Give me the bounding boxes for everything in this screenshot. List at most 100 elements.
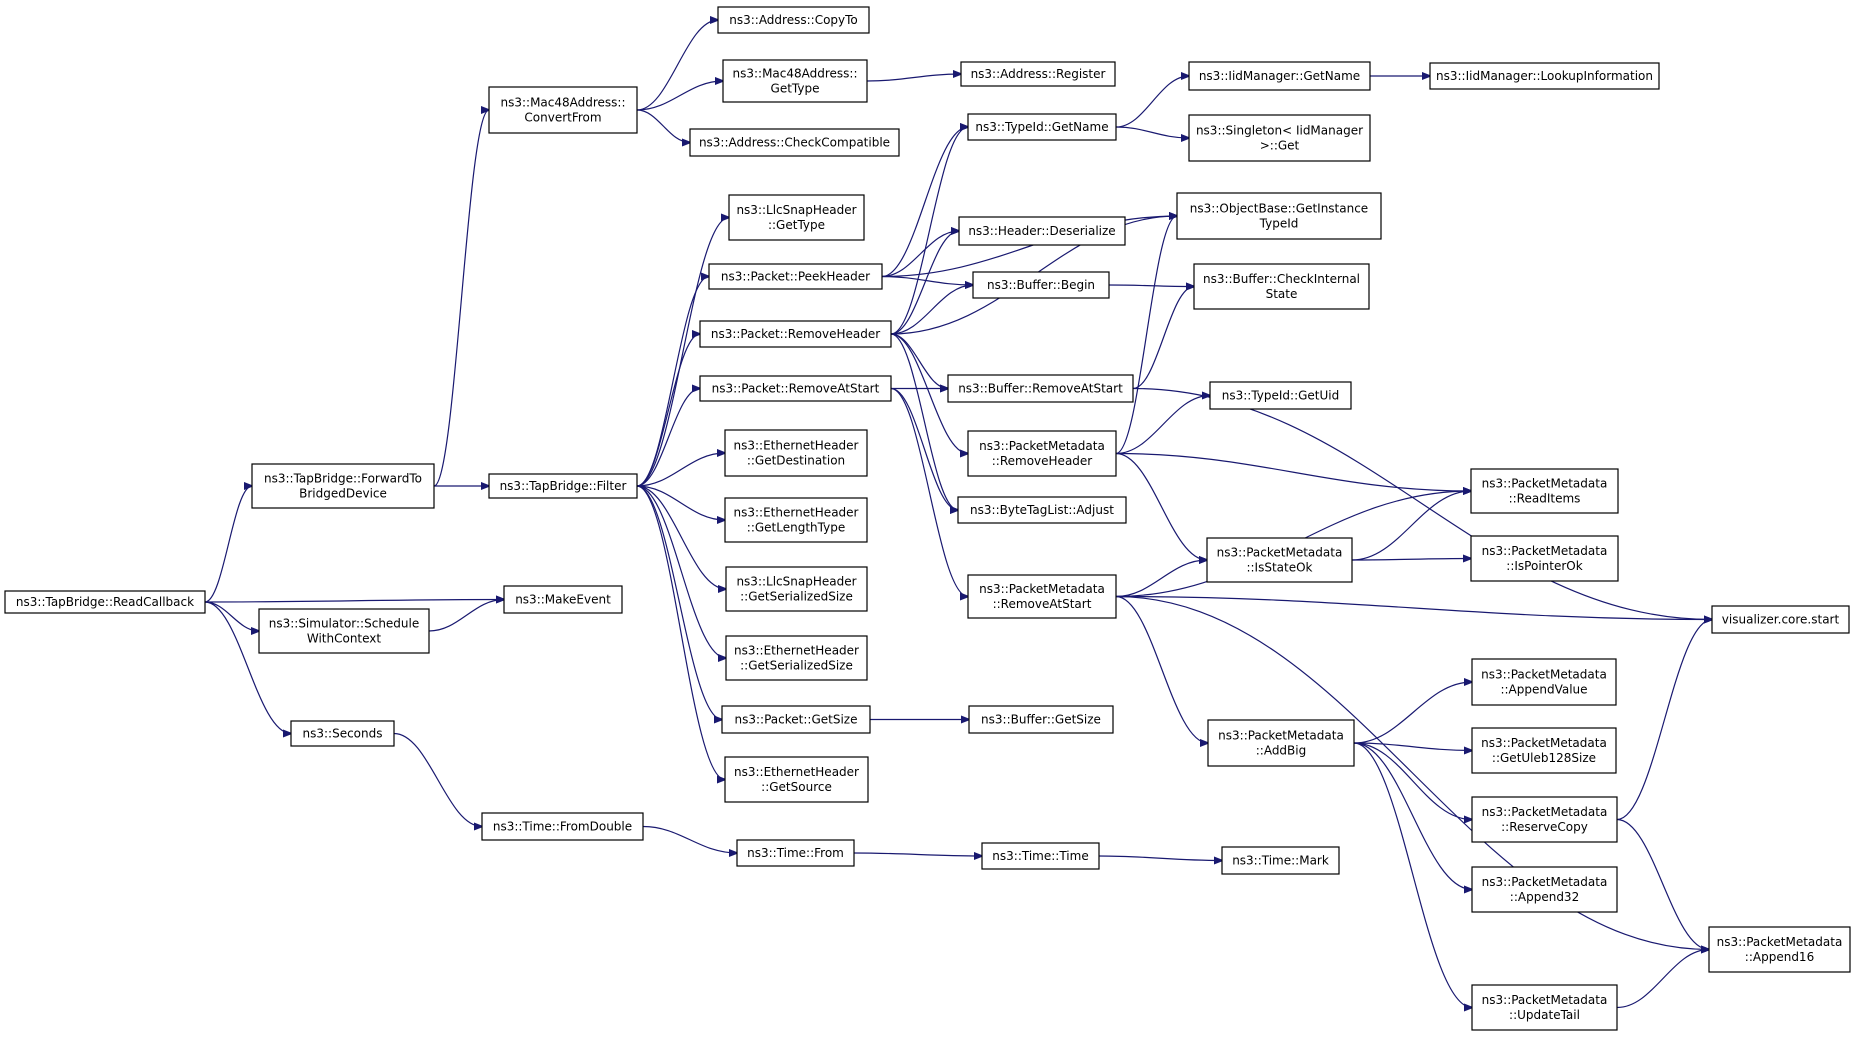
node-ns3-mac48address-convertfrom[interactable]: ns3::Mac48Address::ConvertFrom: [488, 86, 638, 134]
node-ns3-packetmetadata-addbig[interactable]: ns3::PacketMetadata::AddBig: [1207, 719, 1355, 767]
node-label: ns3::Address::Register: [971, 67, 1106, 81]
node-label: ns3::Seconds: [303, 727, 383, 741]
node-ns3-time-fromdouble[interactable]: ns3::Time::FromDouble: [481, 812, 644, 841]
edge-n5-n9: [636, 81, 723, 111]
edge-path: [1108, 285, 1194, 287]
node-ns3-ethernetheader-getlengthtype[interactable]: ns3::EthernetHeader::GetLengthType: [724, 497, 868, 543]
node-label: ns3::Address::CopyTo: [729, 13, 858, 27]
node-label: ::AppendValue: [1500, 683, 1587, 697]
edge-n12-n34: [881, 216, 1177, 278]
node-box: [1470, 535, 1619, 582]
node-box: [1471, 727, 1617, 774]
node-ns3-buffer-begin[interactable]: ns3::Buffer::Begin: [972, 271, 1110, 299]
node-ns3-packetmetadata-ispointerok[interactable]: ns3::PacketMetadata::IsPointerOk: [1470, 535, 1619, 582]
node-ns3-packetmetadata-updatetail[interactable]: ns3::PacketMetadata::UpdateTail: [1471, 984, 1618, 1031]
node-label: ns3::Mac48Address::: [500, 96, 625, 110]
edge-n21-n31: [853, 853, 982, 856]
edge-path: [1351, 491, 1471, 561]
edge-n14-n28: [890, 387, 958, 511]
node-box: [488, 473, 638, 499]
node-ns3-singleton-iidmanager-get[interactable]: ns3::Singleton< IidManager >::Get: [1188, 114, 1371, 162]
node-box: [1207, 719, 1355, 767]
node-label: ns3::Buffer::CheckInternal: [1203, 272, 1360, 286]
node-ns3-bytetaglist-adjust[interactable]: ns3::ByteTagList::Adjust: [957, 496, 1127, 524]
edge-path: [890, 387, 958, 511]
node-visualizer-core-start[interactable]: visualizer.core.start: [1711, 605, 1850, 634]
node-ns3-buffer-removeatstart[interactable]: ns3::Buffer::RemoveAtStart: [947, 374, 1134, 403]
node-ns3-tapbridge-readcallback[interactable]: ns3::TapBridge::ReadCallback: [4, 590, 206, 614]
node-label: ns3::PacketMetadata: [1482, 805, 1608, 819]
node-ns3-ethernetheader-getsource[interactable]: ns3::EthernetHeader::GetSource: [724, 756, 869, 803]
node-ns3-address-copyto[interactable]: ns3::Address::CopyTo: [717, 6, 870, 34]
node-ns3-packet-peekheader[interactable]: ns3::Packet::PeekHeader: [708, 263, 883, 290]
node-ns3-llcsnapheader-getserializedsize[interactable]: ns3::LlcSnapHeader::GetSerializedSize: [725, 566, 868, 612]
node-label: ns3::PacketMetadata: [1217, 546, 1343, 560]
edge-path: [1115, 452, 1207, 561]
node-ns3-packetmetadata-removeatstart[interactable]: ns3::PacketMetadata::RemoveAtStart: [967, 574, 1117, 619]
node-ns3-time-from[interactable]: ns3::Time::From: [736, 839, 855, 867]
node-label: ::GetDestination: [747, 454, 845, 468]
edge-path: [1098, 855, 1222, 861]
node-ns3-seconds[interactable]: ns3::Seconds: [290, 720, 395, 747]
node-label: ns3::PacketMetadata: [1218, 729, 1344, 743]
node-label: ConvertFrom: [524, 111, 601, 125]
node-label: ns3::EthernetHeader: [734, 644, 859, 658]
node-box: [1708, 926, 1851, 973]
node-label: ns3::PacketMetadata: [1481, 736, 1607, 750]
node-ns3-address-register[interactable]: ns3::Address::Register: [960, 61, 1116, 87]
edge-n6-n13: [636, 334, 700, 487]
node-ns3-packetmetadata-getuleb128size[interactable]: ns3::PacketMetadata::GetUleb128Size: [1471, 727, 1617, 774]
node-box: [699, 375, 892, 402]
node-label: ns3::EthernetHeader: [734, 439, 859, 453]
node-ns3-packetmetadata-append16[interactable]: ns3::PacketMetadata::Append16: [1708, 926, 1851, 973]
node-label: ns3::Packet::PeekHeader: [721, 270, 870, 284]
node-ns3-llcsnapheader-gettype[interactable]: ns3::LlcSnapHeader::GetType: [728, 194, 865, 241]
node-ns3-iidmanager-lookupinformation[interactable]: ns3::IidManager::LookupInformation: [1429, 62, 1660, 90]
node-box: [1221, 846, 1340, 875]
node-ns3-address-checkcompatible[interactable]: ns3::Address::CheckCompatible: [689, 128, 900, 157]
node-ns3-packet-removeheader[interactable]: ns3::Packet::RemoveHeader: [699, 320, 892, 348]
node-ns3-ethernetheader-getserializedsize[interactable]: ns3::EthernetHeader::GetSerializedSize: [725, 635, 868, 681]
node-box: [1188, 114, 1371, 162]
node-ns3-mac48address-gettype[interactable]: ns3::Mac48Address::GetType: [722, 59, 868, 103]
node-ns3-makeevent[interactable]: ns3::MakeEvent: [503, 585, 623, 614]
node-ns3-ethernetheader-getdestination[interactable]: ns3::EthernetHeader::GetDestination: [724, 429, 868, 477]
node-ns3-typeid-getname[interactable]: ns3::TypeId::GetName: [967, 113, 1117, 141]
node-label: ::Append32: [1510, 890, 1579, 904]
edge-n26-n43: [1132, 387, 1712, 620]
edge-path: [636, 485, 722, 720]
node-ns3-packet-removeatstart[interactable]: ns3::Packet::RemoveAtStart: [699, 375, 892, 402]
edge-path: [1353, 742, 1472, 751]
node-box: [722, 59, 868, 103]
edge-n38-n44: [1353, 682, 1472, 744]
node-ns3-iidmanager-getname[interactable]: ns3::IidManager::GetName: [1188, 61, 1371, 91]
node-ns3-packet-getsize[interactable]: ns3::Packet::GetSize: [721, 705, 871, 734]
node-ns3-buffer-getsize[interactable]: ns3::Buffer::GetSize: [968, 705, 1114, 734]
node-ns3-packetmetadata-removeheader[interactable]: ns3::PacketMetadata::RemoveHeader: [967, 430, 1117, 477]
node-ns3-packetmetadata-readitems[interactable]: ns3::PacketMetadata::ReadItems: [1470, 468, 1619, 514]
node-label: ns3::EthernetHeader: [734, 506, 859, 520]
node-ns3-header-deserialize[interactable]: ns3::Header::Deserialize: [958, 216, 1126, 246]
node-label: ::GetSerializedSize: [740, 590, 853, 604]
node-ns3-time-mark[interactable]: ns3::Time::Mark: [1221, 846, 1340, 875]
edge-path: [890, 231, 959, 335]
edge-path: [636, 485, 725, 780]
node-box: [708, 263, 883, 290]
edge-path: [890, 127, 968, 335]
nodes-layer: ns3::TapBridge::ReadCallback ns3::TapBrid…: [4, 6, 1851, 1031]
edge-n9-n22: [866, 74, 961, 82]
node-ns3-time-time[interactable]: ns3::Time::Time: [981, 842, 1100, 870]
node-ns3-packetmetadata-append32[interactable]: ns3::PacketMetadata::Append32: [1471, 866, 1618, 913]
node-ns3-packetmetadata-isstateok[interactable]: ns3::PacketMetadata::IsStateOk: [1206, 537, 1353, 583]
node-label: WithContext: [307, 632, 382, 646]
node-ns3-tapbridge-filter[interactable]: ns3::TapBridge::Filter: [488, 473, 638, 499]
node-ns3-packetmetadata-reservecopy[interactable]: ns3::PacketMetadata::ReserveCopy: [1471, 796, 1618, 843]
node-ns3-packetmetadata-appendvalue[interactable]: ns3::PacketMetadata::AppendValue: [1471, 658, 1617, 706]
node-ns3-typeid-getuid[interactable]: ns3::TypeId::GetUid: [1209, 381, 1352, 410]
node-box: [488, 86, 638, 134]
edge-path: [393, 732, 482, 827]
